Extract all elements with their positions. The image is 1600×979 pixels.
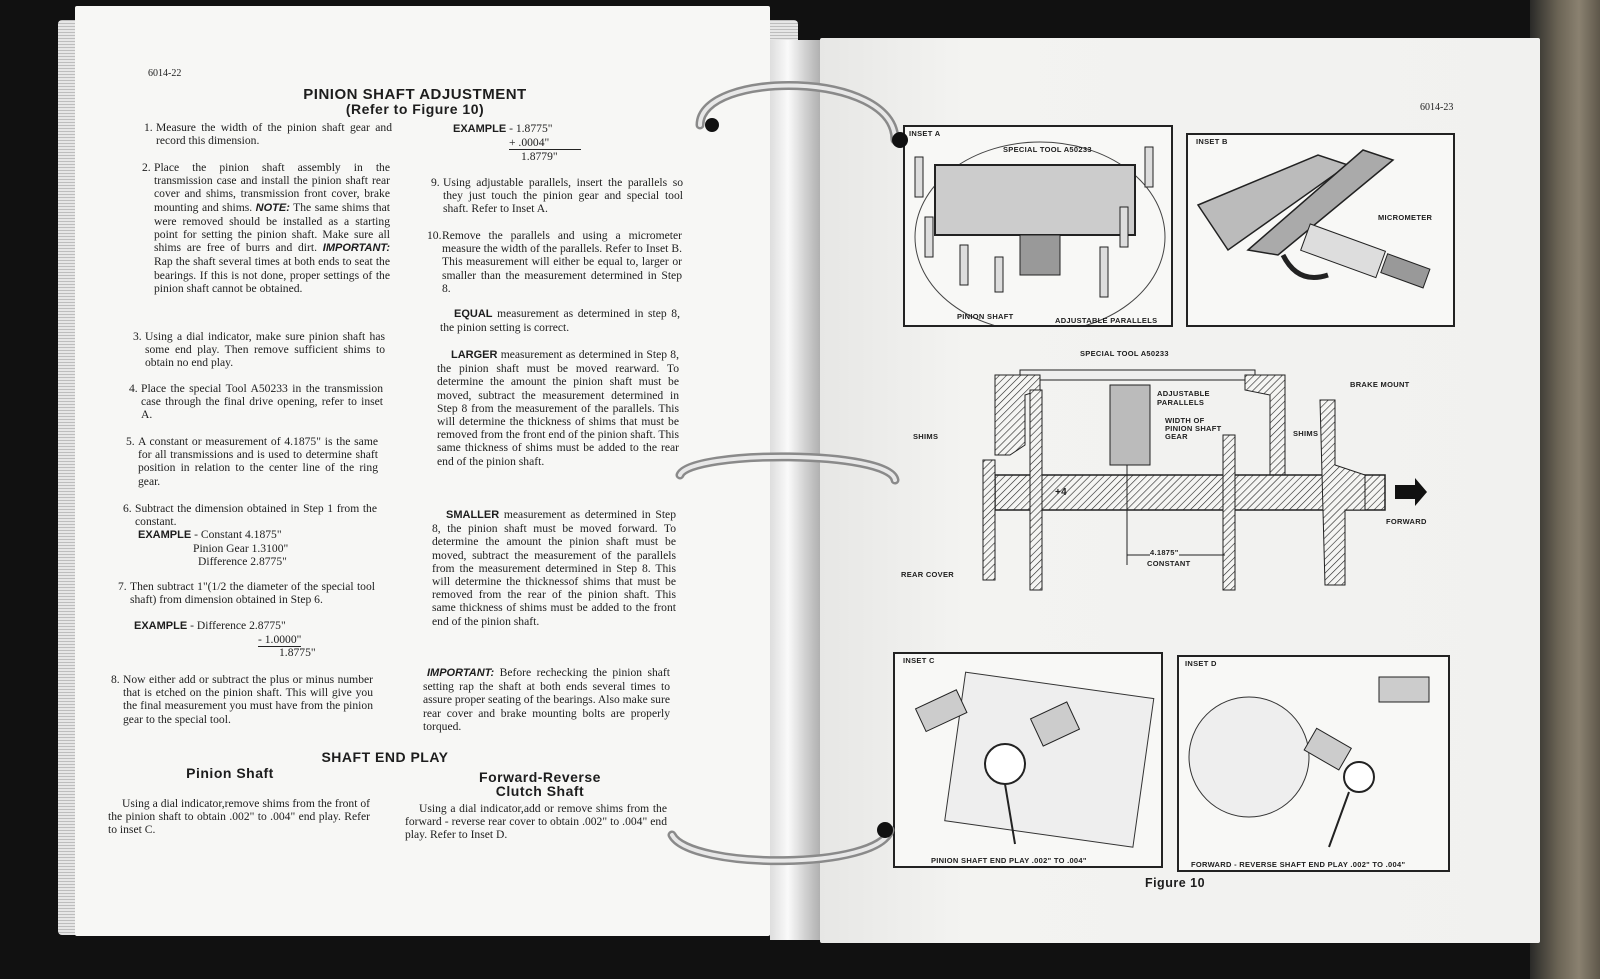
step-3: 3.Using a dial indicator, make sure pini… [133, 330, 385, 370]
label-micrometer: MICROMETER [1378, 213, 1433, 222]
step-9: 9.Using adjustable parallels, insert the… [431, 176, 683, 216]
inset-a-drawing [914, 141, 1166, 325]
step-10: 10.Remove the parallels and using a micr… [427, 229, 682, 295]
page-number: 6014-23 [1420, 102, 1454, 113]
example-final: EXAMPLE - 1.8775"+ .0004"1.8779" [453, 122, 613, 163]
important-paragraph: IMPORTANT: Before rechecking the pinion … [423, 666, 670, 733]
label-special-tool: SPECIAL TOOL A50233 [1003, 145, 1092, 154]
section-title-end-play: SHAFT END PLAY [321, 749, 449, 765]
main-cross-section-diagram: SPECIAL TOOL A50233 ADJUSTABLE PARALLELS… [895, 345, 1455, 595]
forward-reverse-paragraph: Using a dial indicator,add or remove shi… [405, 802, 667, 842]
pinion-shaft-paragraph: Using a dial indicator,remove shims from… [108, 797, 370, 837]
inset-a: INSET A SPECIAL TOOL A50233 PINION SHAFT… [903, 125, 1173, 327]
label-constant: CONSTANT [1147, 559, 1191, 568]
label-plus-four: +4 [1055, 487, 1068, 498]
label-brake-mount: BRAKE MOUNT [1350, 380, 1410, 389]
larger-paragraph: LARGER measurement as determined in Step… [437, 348, 679, 468]
label-dimension: 4.1875" [1150, 548, 1179, 557]
label-adjustable-parallels: ADJUSTABLE PARALLELS [1055, 316, 1158, 325]
inset-d-drawing [1188, 676, 1430, 848]
inset-c-title: INSET C [903, 656, 935, 665]
inset-b-title: INSET B [1196, 137, 1228, 146]
step-6: 6.Subtract the dimension obtained in Ste… [123, 502, 377, 529]
label-rear-cover: REAR COVER [901, 570, 955, 579]
label-shims-right: SHIMS [1293, 429, 1319, 438]
label-width-pinion-gear: WIDTH OF PINION SHAFT GEAR [1165, 416, 1222, 441]
smaller-paragraph: SMALLER measurement as determined in Ste… [432, 508, 676, 628]
inset-c-drawing [914, 671, 1155, 848]
step-2: 2.Place the pinion shaft assembly in the… [142, 161, 390, 295]
label-pinion-shaft: PINION SHAFT [957, 312, 1014, 321]
label-adjustable-parallels: ADJUSTABLE PARALLELS [1157, 389, 1210, 407]
inset-c-caption: PINION SHAFT END PLAY .002" TO .004" [931, 856, 1087, 865]
equal-paragraph: EQUAL measurement as determined in step … [440, 307, 681, 335]
table-surface [1530, 0, 1600, 979]
inset-d-caption: FORWARD - REVERSE SHAFT END PLAY .002" T… [1191, 860, 1406, 869]
step-5: 5.A constant or measurement of 4.1875" i… [126, 435, 378, 488]
cross-section-drawing [982, 369, 1427, 591]
label-forward: FORWARD [1386, 517, 1427, 526]
step-1: 1.Measure the width of the pinion shaft … [144, 121, 392, 148]
inset-c: INSET C PINION SHAFT END PLAY .002" TO .… [893, 652, 1163, 868]
page-number: 6014-22 [148, 68, 182, 79]
inset-d: INSET D FORWARD - REVERSE SHAFT END PLAY… [1177, 655, 1450, 872]
label-special-tool: SPECIAL TOOL A50233 [1080, 349, 1169, 358]
step-7-example: EXAMPLE - Difference 2.8775"- 1.0000"1.8… [134, 619, 316, 659]
figure-caption: Figure 10 [1144, 876, 1206, 890]
pinion-shaft-heading: Pinion Shaft [186, 765, 274, 781]
page-subtitle: (Refer to Figure 10) [345, 101, 485, 117]
page-title: PINION SHAFT ADJUSTMENT [303, 86, 527, 103]
inset-a-title: INSET A [909, 129, 941, 138]
inset-b-drawing [1196, 149, 1431, 289]
inset-b: INSET B MICROMETER [1186, 133, 1455, 327]
step-6-example: EXAMPLE - Constant 4.1875"Pinion Gear 1.… [138, 528, 289, 568]
step-8: 8.Now either add or subtract the plus or… [111, 673, 373, 726]
left-page [75, 6, 770, 936]
inset-d-title: INSET D [1185, 659, 1217, 668]
label-shims-left: SHIMS [913, 432, 939, 441]
step-7: 7.Then subtract 1"(1/2 the diameter of t… [118, 580, 375, 607]
step-4: 4.Place the special Tool A50233 in the t… [129, 382, 383, 422]
